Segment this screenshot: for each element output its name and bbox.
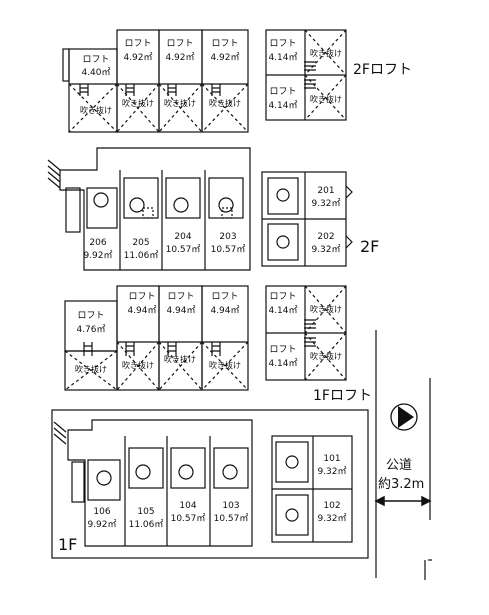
loft-label: ロフト bbox=[269, 39, 296, 49]
road-width-arrow bbox=[374, 495, 432, 507]
loft-area: 4.40㎡ bbox=[81, 67, 110, 78]
loft-area: 4.92㎡ bbox=[123, 52, 152, 63]
unit-area: 10.57㎡ bbox=[214, 513, 249, 524]
floor-label-2f-loft: 2Fロフト bbox=[353, 62, 412, 78]
loft-1f-right-block bbox=[265, 285, 347, 381]
unit-number: 102 bbox=[323, 501, 340, 511]
loft-1f-left-block bbox=[64, 285, 249, 391]
loft-label: ロフト bbox=[166, 39, 193, 49]
unit-number: 205 bbox=[132, 238, 149, 248]
void-label: 吹き抜け bbox=[80, 105, 112, 115]
loft-area: 4.92㎡ bbox=[165, 52, 194, 63]
loft-area: 4.94㎡ bbox=[210, 305, 239, 316]
loft-label: ロフト bbox=[211, 292, 238, 302]
void-label: 吹き抜け bbox=[310, 304, 342, 314]
unit-number: 101 bbox=[323, 454, 340, 464]
unit-area: 9.32㎡ bbox=[317, 513, 346, 524]
void-label: 吹き抜け bbox=[164, 354, 196, 364]
floor-label-1f: 1F bbox=[58, 535, 77, 554]
loft-area: 4.14㎡ bbox=[268, 358, 297, 369]
unit-number: 206 bbox=[89, 238, 106, 248]
void-label: 吹き抜け bbox=[209, 98, 241, 108]
floor-2f-main-block bbox=[47, 147, 251, 271]
loft-label: ロフト bbox=[269, 292, 296, 302]
loft-area: 4.14㎡ bbox=[268, 305, 297, 316]
loft-area: 4.94㎡ bbox=[127, 305, 156, 316]
floor-label-1f-loft: 1Fロフト bbox=[313, 388, 372, 404]
unit-number: 204 bbox=[174, 232, 191, 242]
unit-number: 203 bbox=[219, 232, 236, 242]
road-label: 公道 bbox=[386, 458, 412, 473]
unit-number: 105 bbox=[137, 507, 154, 517]
loft-area: 4.14㎡ bbox=[268, 100, 297, 111]
floor-1f-right-block bbox=[271, 435, 353, 543]
floor-1f-main-block bbox=[53, 419, 253, 547]
void-label: 吹き抜け bbox=[310, 48, 342, 58]
loft-label: ロフト bbox=[269, 87, 296, 97]
unit-area: 9.92㎡ bbox=[83, 250, 112, 261]
unit-area: 9.32㎡ bbox=[311, 244, 340, 255]
loft-label: ロフト bbox=[82, 55, 109, 65]
floor-label-2f: 2F bbox=[360, 237, 379, 256]
north-arrow-icon bbox=[390, 403, 418, 431]
site-boundary bbox=[51, 409, 369, 559]
loft-label: ロフト bbox=[77, 311, 104, 321]
loft-area: 4.92㎡ bbox=[210, 52, 239, 63]
loft-label: ロフト bbox=[211, 39, 238, 49]
loft-area: 4.76㎡ bbox=[76, 324, 105, 335]
void-label: 吹き抜け bbox=[164, 98, 196, 108]
loft-area: 4.14㎡ bbox=[268, 52, 297, 63]
unit-area: 11.06㎡ bbox=[129, 519, 164, 530]
unit-area: 9.32㎡ bbox=[311, 198, 340, 209]
loft-label: ロフト bbox=[124, 39, 151, 49]
void-label: 吹き抜け bbox=[122, 360, 154, 370]
unit-area: 10.57㎡ bbox=[166, 244, 201, 255]
unit-number: 103 bbox=[222, 501, 239, 511]
unit-area: 11.06㎡ bbox=[124, 250, 159, 261]
unit-number: 106 bbox=[93, 507, 110, 517]
unit-number: 202 bbox=[317, 232, 334, 242]
void-label: 吹き抜け bbox=[75, 364, 107, 374]
loft-label: ロフト bbox=[167, 292, 194, 302]
void-label: 吹き抜け bbox=[310, 351, 342, 361]
void-label: 吹き抜け bbox=[122, 98, 154, 108]
loft-area: 4.94㎡ bbox=[166, 305, 195, 316]
road bbox=[375, 330, 432, 580]
loft-2f-right-block bbox=[265, 29, 347, 121]
unit-area: 9.92㎡ bbox=[87, 519, 116, 530]
loft-label: ロフト bbox=[269, 345, 296, 355]
void-label: 吹き抜け bbox=[310, 94, 342, 104]
unit-number: 104 bbox=[179, 501, 196, 511]
loft-label: ロフト bbox=[128, 292, 155, 302]
unit-area: 9.32㎡ bbox=[317, 466, 346, 477]
void-label: 吹き抜け bbox=[209, 360, 241, 370]
floor-2f-right-block bbox=[261, 171, 353, 267]
unit-area: 10.57㎡ bbox=[171, 513, 206, 524]
unit-area: 10.57㎡ bbox=[211, 244, 246, 255]
unit-number: 201 bbox=[317, 186, 334, 196]
road-width: 約3.2m bbox=[378, 477, 424, 492]
loft-2f-left-block bbox=[62, 29, 249, 133]
